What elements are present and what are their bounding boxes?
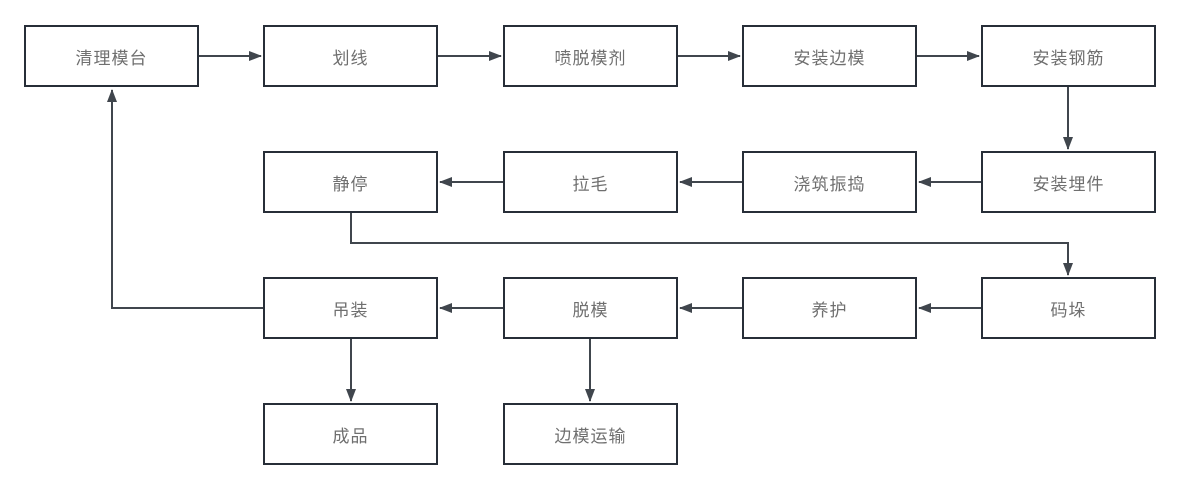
edge-jingting-to-maduo [350,213,1073,276]
node-jiaozhu-zhendao: 浇筑振捣 [742,151,917,213]
node-pen-tuomoji: 喷脱模剂 [503,25,678,87]
node-anzhuang-gangjin: 安装钢筋 [981,25,1156,87]
node-tuomo: 脱模 [503,277,678,339]
node-chengpin: 成品 [263,403,438,465]
node-diaozhuang: 吊装 [263,277,438,339]
node-qingli-motai: 清理模台 [24,25,199,87]
node-jingting: 静停 [263,151,438,213]
node-yanghu: 养护 [742,277,917,339]
node-anzhuang-maijian: 安装埋件 [981,151,1156,213]
node-anzhuang-bianmo: 安装边模 [742,25,917,87]
node-bianmo-yunshu: 边模运输 [503,403,678,465]
node-lamao: 拉毛 [503,151,678,213]
node-huaxian: 划线 [263,25,438,87]
node-maduo: 码垛 [981,277,1156,339]
edge-diaozhuang-to-qingli-motai [107,89,263,309]
